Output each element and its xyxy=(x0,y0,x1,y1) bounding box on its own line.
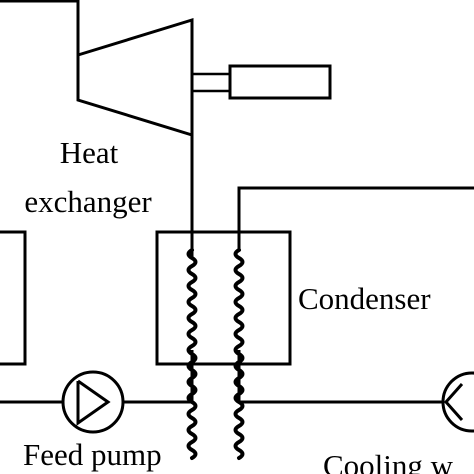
heat-exchanger-label-line2: exchanger xyxy=(24,184,152,219)
condenser xyxy=(155,230,292,460)
cooling-water-outlet-pipe xyxy=(237,350,443,404)
condenser-label: Condenser xyxy=(298,281,431,316)
feed-pump-arrow xyxy=(76,379,111,426)
condenser-box xyxy=(155,230,292,366)
cooling-water-pump-arrow xyxy=(443,383,464,421)
turbine xyxy=(0,0,194,258)
feed-water-loop xyxy=(0,370,192,434)
cooling-water-label: Cooling w xyxy=(323,448,454,474)
generator xyxy=(192,64,332,100)
feed-pump-circle xyxy=(61,370,125,434)
heat-exchanger-label-line1: Heat xyxy=(60,135,119,170)
left-component-box xyxy=(0,230,27,366)
cooling-water-inlet-pipe xyxy=(237,186,474,250)
generator-box xyxy=(228,64,332,100)
cooling-water-pump-circle xyxy=(441,371,474,433)
turbine-body xyxy=(76,17,194,138)
cooling-water-loop xyxy=(237,186,474,433)
feed-pump-label: Feed pump xyxy=(23,437,162,472)
